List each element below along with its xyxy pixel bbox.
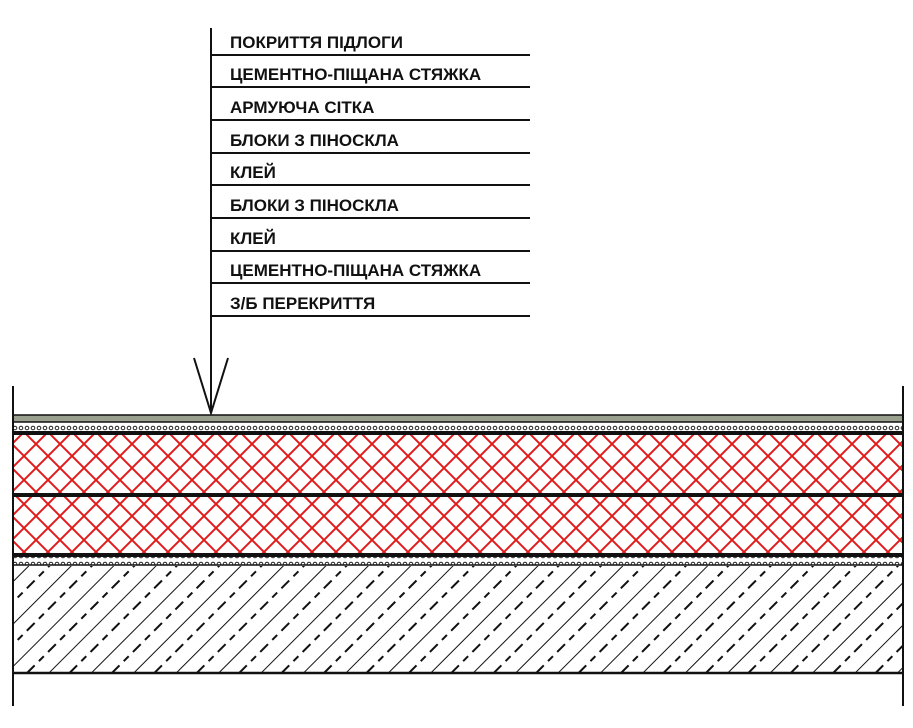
layer-label-screed-2: ЦЕМЕНТНО-ПІЩАНА СТЯЖКА (230, 261, 481, 280)
concrete-slab-layer (13, 566, 903, 673)
screed-layer (13, 422, 903, 432)
section-layers (12, 386, 904, 706)
foamglass-layer-2 (13, 497, 903, 553)
glue-layer-2 (13, 553, 903, 557)
label-lines (211, 54, 530, 317)
floor-covering-layer (12, 414, 904, 423)
leader-arrow (193, 28, 229, 417)
glue-layer-1 (13, 493, 903, 497)
layer-label-slab: З/Б ПЕРЕКРИТТЯ (230, 294, 375, 313)
screed-layer-2 (13, 557, 903, 565)
layer-label-floor-covering: ПОКРИТТЯ ПІДЛОГИ (230, 33, 403, 52)
layer-label-glue-1: КЛЕЙ (230, 163, 276, 182)
layer-label-screed: ЦЕМЕНТНО-ПІЩАНА СТЯЖКА (230, 65, 481, 84)
foamglass-layer-1 (13, 435, 903, 493)
layer-label-glue-2: КЛЕЙ (230, 229, 276, 248)
mesh-line (13, 431, 903, 435)
layer-label-foamglass-2: БЛОКИ З ПІНОСКЛА (230, 196, 399, 215)
layer-label-mesh: АРМУЮЧА СІТКА (230, 98, 374, 117)
layer-label-foamglass-1: БЛОКИ З ПІНОСКЛА (230, 131, 399, 150)
